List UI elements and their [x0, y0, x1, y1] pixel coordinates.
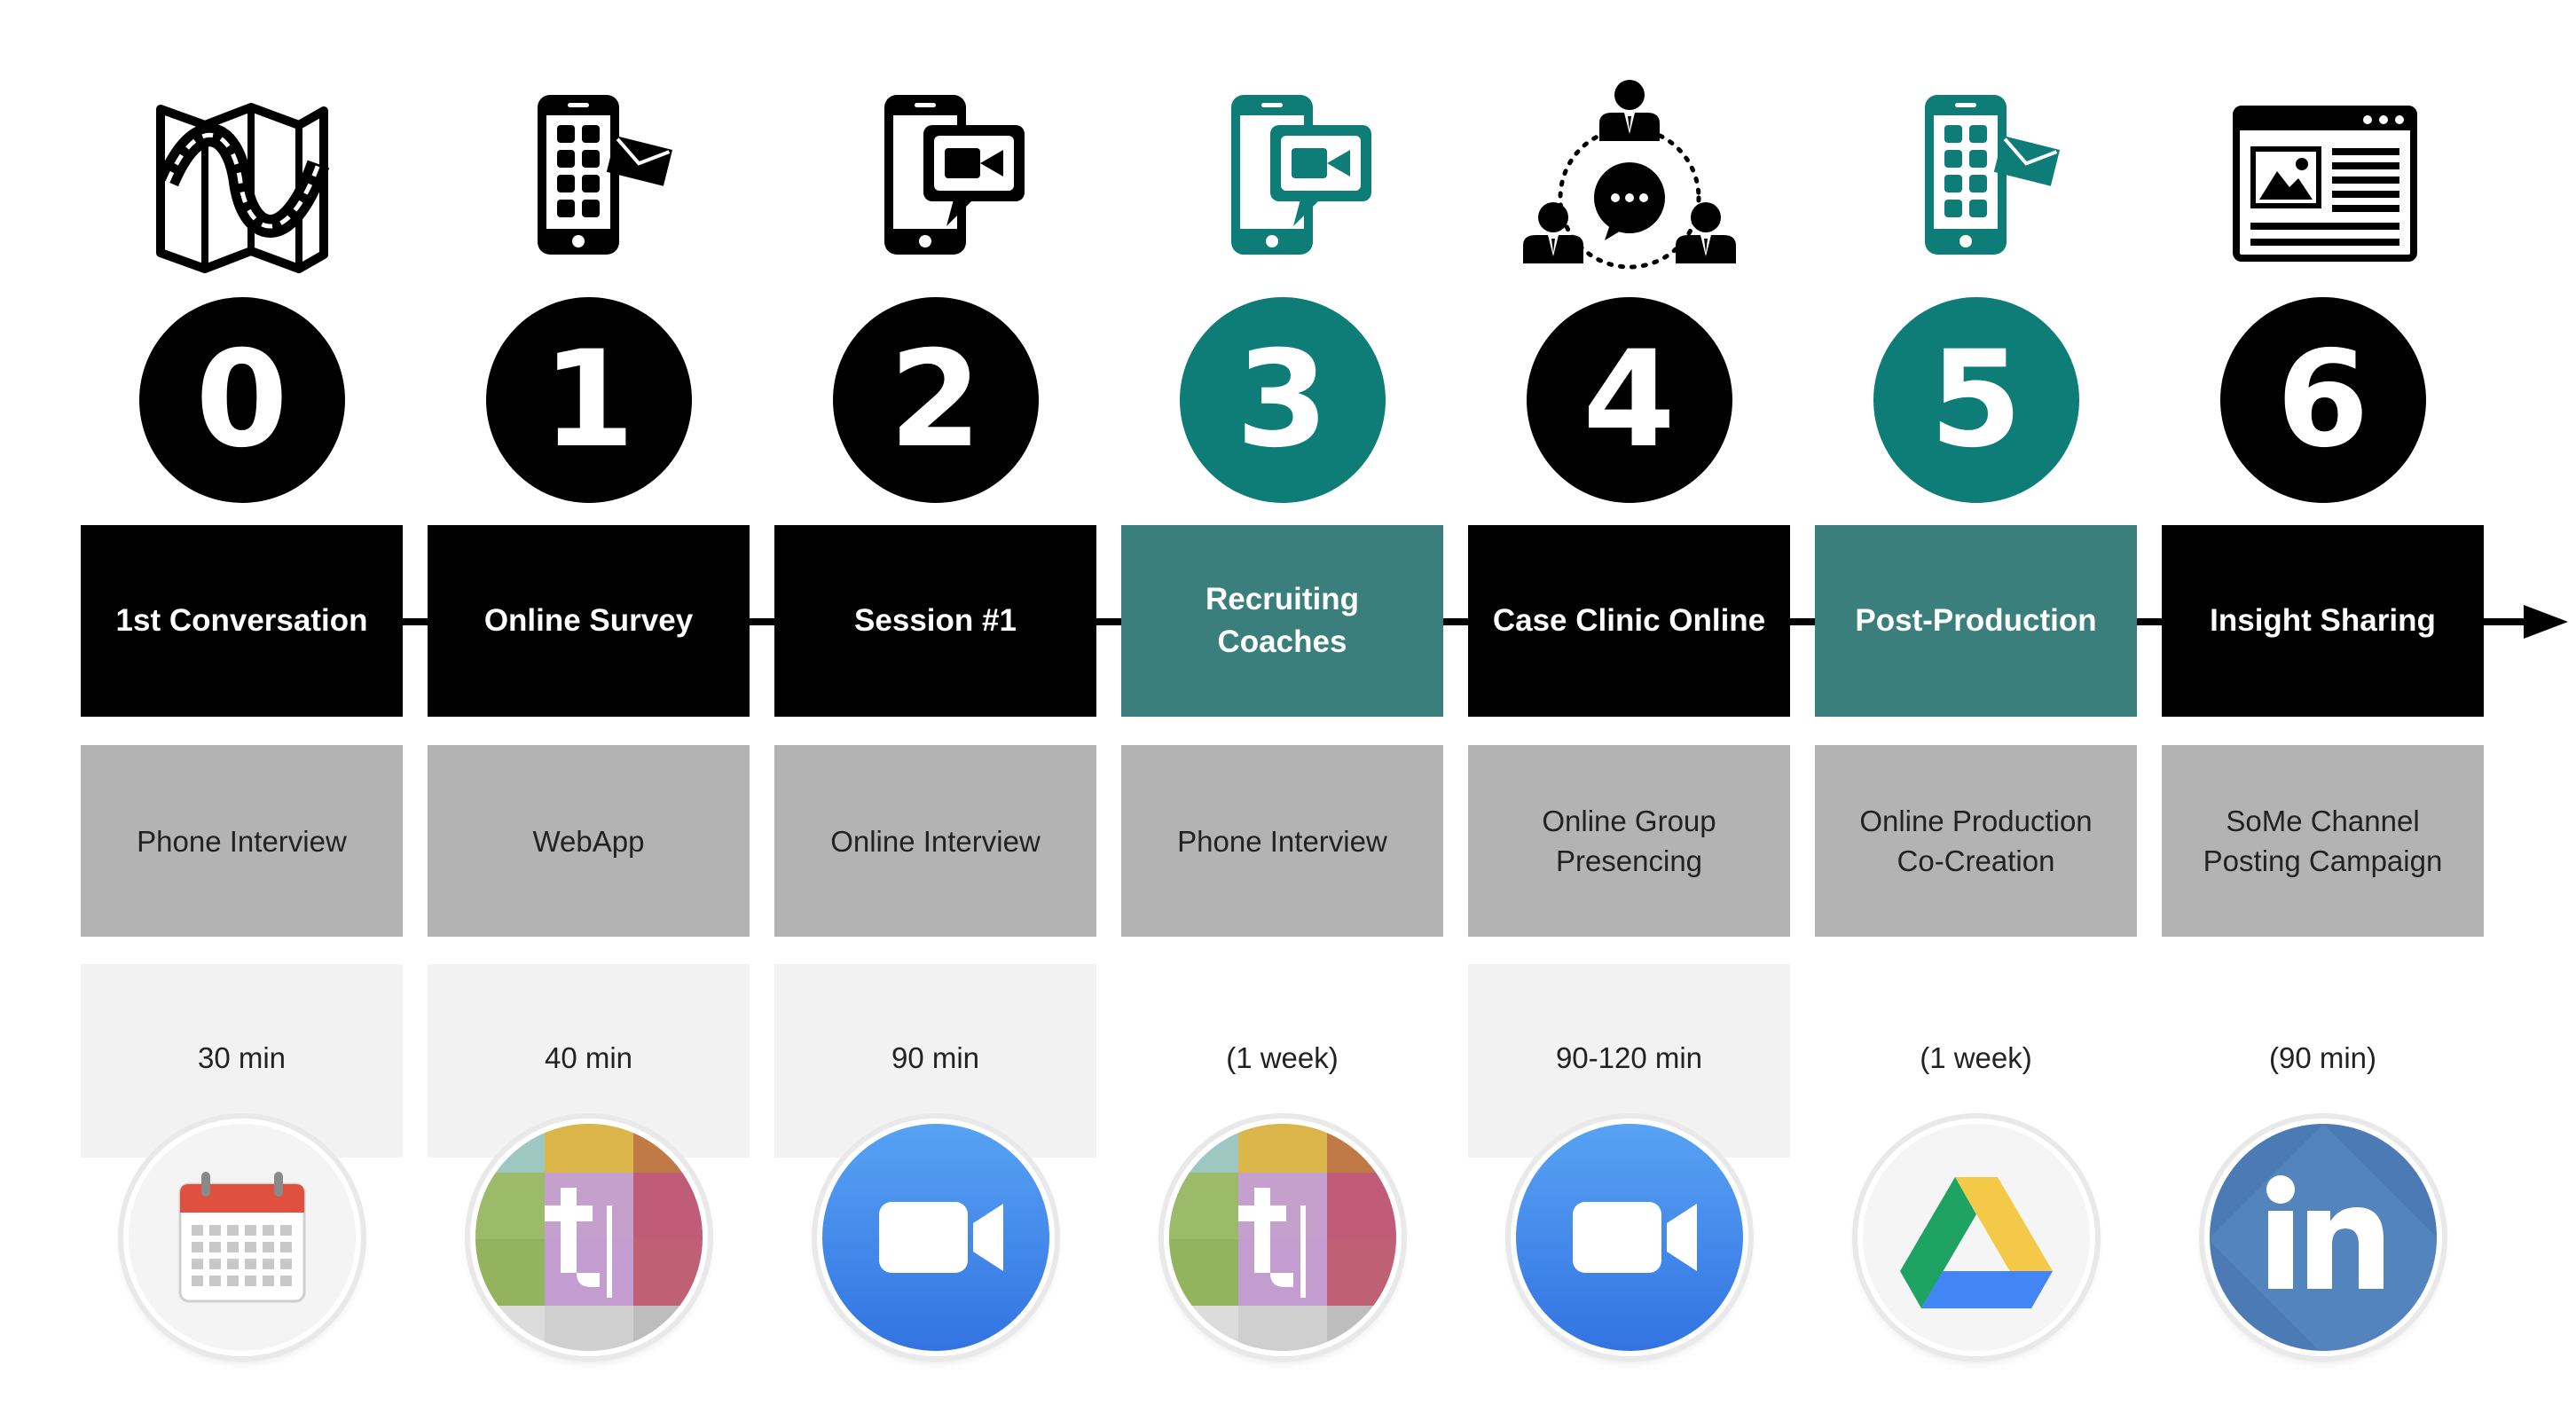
zoom-app-icon — [803, 1106, 1069, 1372]
step-title-box: Recruiting Coaches — [1121, 525, 1443, 717]
phone-apps-message-icon — [483, 75, 695, 288]
timeline-connector — [403, 618, 428, 625]
timeline-step: 2 Session #1 Online Interview 90 min — [774, 0, 1096, 1421]
step-number-circle: 1 — [485, 297, 692, 503]
timeline-arrow-icon — [2484, 605, 2568, 639]
step-method-box: Phone Interview — [1121, 745, 1443, 937]
step-method-box: Phone Interview — [81, 745, 403, 937]
step-method-box: Online Production Co-Creation — [1815, 745, 2137, 937]
step-title-box: 1st Conversation — [81, 525, 403, 717]
step-duration: 40 min — [544, 1041, 633, 1074]
step-duration: 90-120 min — [1555, 1041, 1703, 1074]
step-title-box: Post-Production — [1815, 525, 2137, 717]
zoom-app-icon — [1496, 1106, 1763, 1372]
typeform-app-icon — [456, 1106, 722, 1372]
step-duration: (90 min) — [2268, 1041, 2377, 1074]
timeline-step: 5 Post-Production Online Production Co-C… — [1815, 0, 2137, 1421]
step-number-circle: 0 — [138, 297, 345, 503]
phone-video-call-icon — [829, 75, 1042, 288]
step-method-box: SoMe Channel Posting Campaign — [2162, 745, 2484, 937]
typeform-app-icon — [1150, 1106, 1416, 1372]
step-duration: (1 week) — [1226, 1041, 1339, 1074]
timeline-connector — [1790, 618, 1815, 625]
timeline-step: 0 1st Conversation Phone Interview 30 mi… — [81, 0, 403, 1421]
timeline-connector — [750, 618, 774, 625]
step-title-box: Insight Sharing — [2162, 525, 2484, 717]
step-duration: 90 min — [891, 1041, 980, 1074]
timeline-step: 4 Case Clinic Online Online Group Presen… — [1468, 0, 1790, 1421]
group-network-icon — [1522, 75, 1736, 288]
phone-apps-message-icon — [1870, 75, 2083, 288]
step-duration: (1 week) — [1920, 1041, 2032, 1074]
step-number-circle: 2 — [832, 297, 1039, 503]
step-number-circle: 5 — [1873, 297, 2079, 503]
step-title-box: Case Clinic Online — [1468, 525, 1790, 717]
step-method-box: Online Group Presencing — [1468, 745, 1790, 937]
step-number-circle: 3 — [1179, 297, 1386, 503]
timeline-step: 1 Online Survey WebApp 40 min — [428, 0, 750, 1421]
google-drive-app-icon — [1843, 1106, 2109, 1372]
step-title-box: Online Survey — [428, 525, 750, 717]
timeline-connector — [1096, 618, 1121, 625]
step-number-circle: 4 — [1526, 297, 1732, 503]
browser-window-icon — [2217, 75, 2430, 288]
calendar-app-icon — [109, 1106, 375, 1372]
timeline-connector — [1443, 618, 1468, 625]
step-method-box: WebApp — [428, 745, 750, 937]
step-title-box: Session #1 — [774, 525, 1096, 717]
phone-video-call-icon — [1176, 75, 1389, 288]
timeline-step: 6 Insight Sharing SoMe Channel Posting C… — [2162, 0, 2484, 1421]
linkedin-app-icon — [2190, 1106, 2456, 1372]
step-duration: 30 min — [197, 1041, 287, 1074]
timeline-connector — [2137, 618, 2162, 625]
map-icon — [136, 75, 349, 288]
timeline-step: 3 Recruiting Coaches Phone Interview (1 … — [1121, 0, 1443, 1421]
step-number-circle: 6 — [2219, 297, 2426, 503]
step-method-box: Online Interview — [774, 745, 1096, 937]
